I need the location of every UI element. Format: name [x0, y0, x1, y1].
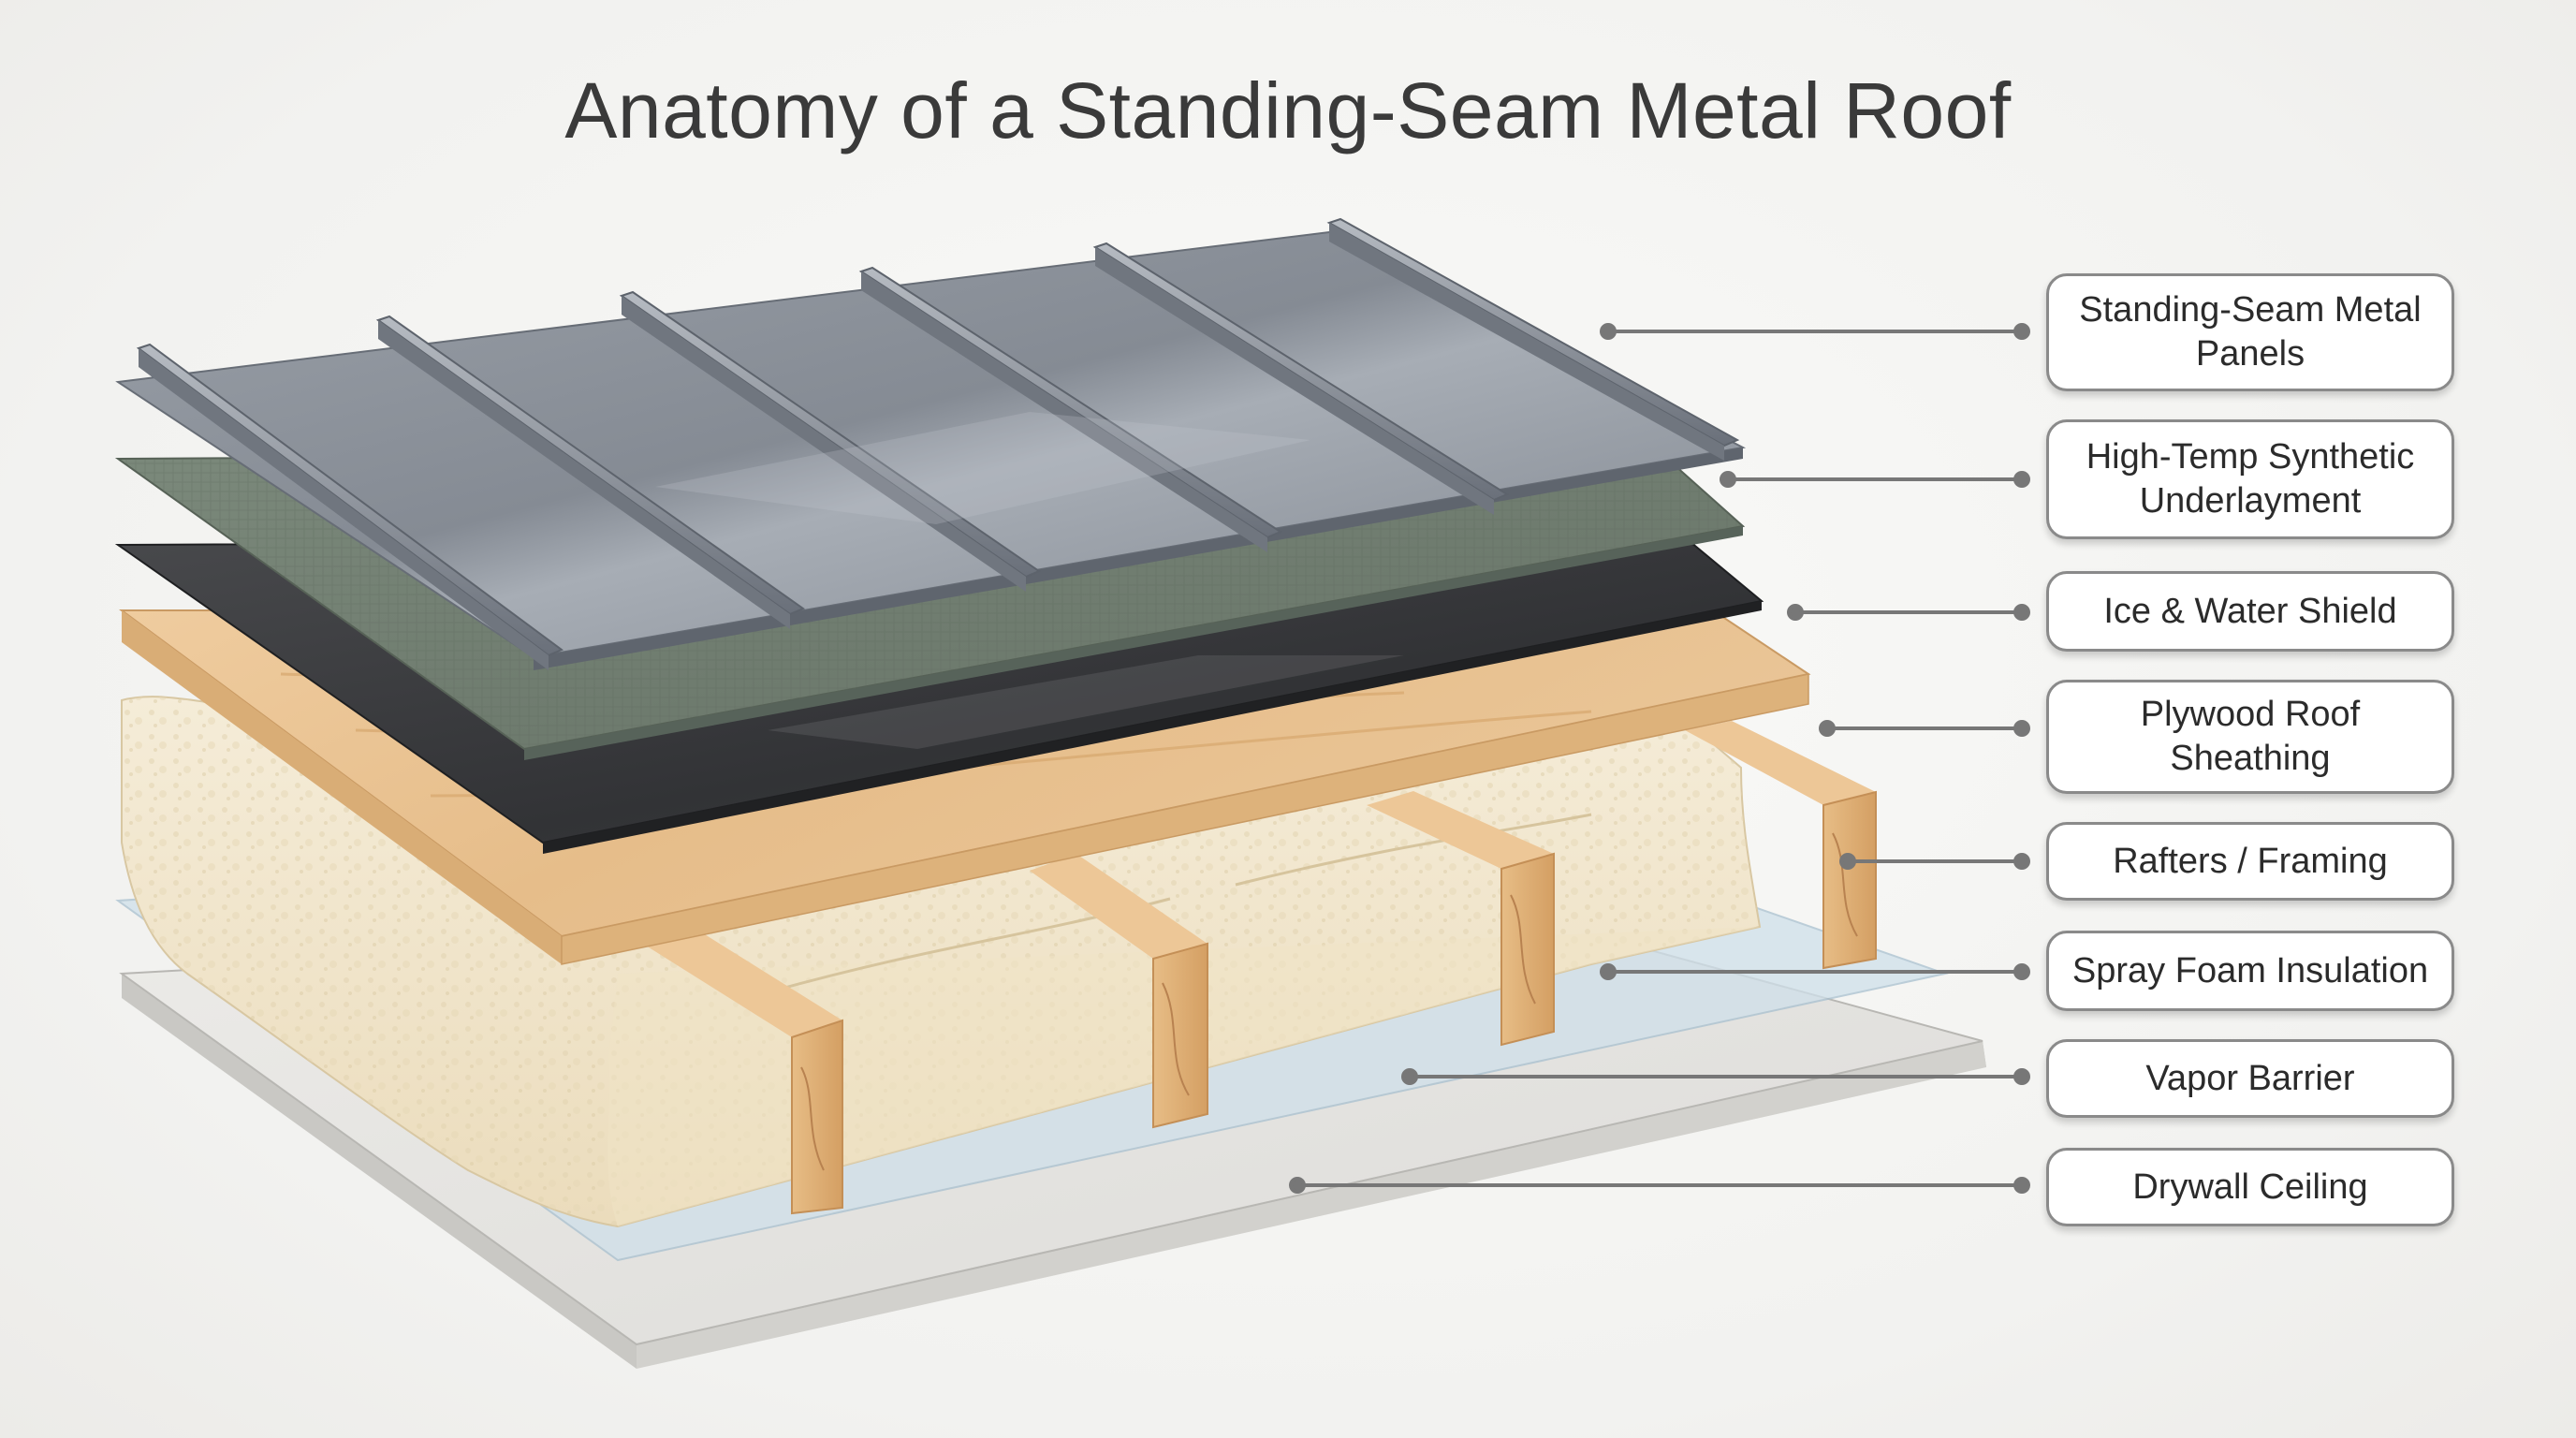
seam-3: [619, 290, 1042, 592]
label-ice-water-shield: Ice & Water Shield: [2046, 571, 2454, 652]
rafter-2: [1030, 854, 1208, 1129]
label-underlayment: High-Temp Synthetic Underlayment: [2046, 419, 2454, 539]
seam-2: [375, 315, 806, 629]
metal-panels-layer: [115, 217, 1747, 670]
rafter-1: [646, 927, 843, 1215]
label-spray-foam: Spray Foam Insulation: [2046, 931, 2454, 1011]
label-plywood-sheathing: Plywood Roof Sheathing: [2046, 680, 2454, 794]
label-metal-panels: Standing-Seam Metal Panels: [2046, 273, 2454, 391]
label-rafters-framing: Rafters / Framing: [2046, 822, 2454, 901]
leader-lines: [1289, 323, 2030, 1194]
leader-rafters: [1839, 853, 2030, 870]
leader-foam: [1600, 963, 2030, 980]
leader-drywall: [1289, 1177, 2030, 1194]
label-drywall-ceiling: Drywall Ceiling: [2046, 1148, 2454, 1226]
rafter-4: [1685, 721, 1877, 970]
label-vapor-barrier: Vapor Barrier: [2046, 1039, 2454, 1118]
seam-5: [1092, 242, 1510, 515]
leader-underlayment: [1720, 471, 2030, 488]
seam-4: [858, 266, 1283, 552]
leader-ice-water: [1787, 604, 2030, 621]
rafter-3: [1367, 791, 1555, 1047]
leader-panels: [1600, 323, 2030, 340]
leader-vapor: [1401, 1068, 2030, 1085]
leader-plywood: [1819, 720, 2030, 737]
seam-1: [136, 343, 564, 670]
diagram-title: Anatomy of a Standing-Seam Metal Roof: [564, 66, 2012, 154]
rafters-layer: [646, 721, 1877, 1215]
seam-6: [1326, 217, 1740, 461]
